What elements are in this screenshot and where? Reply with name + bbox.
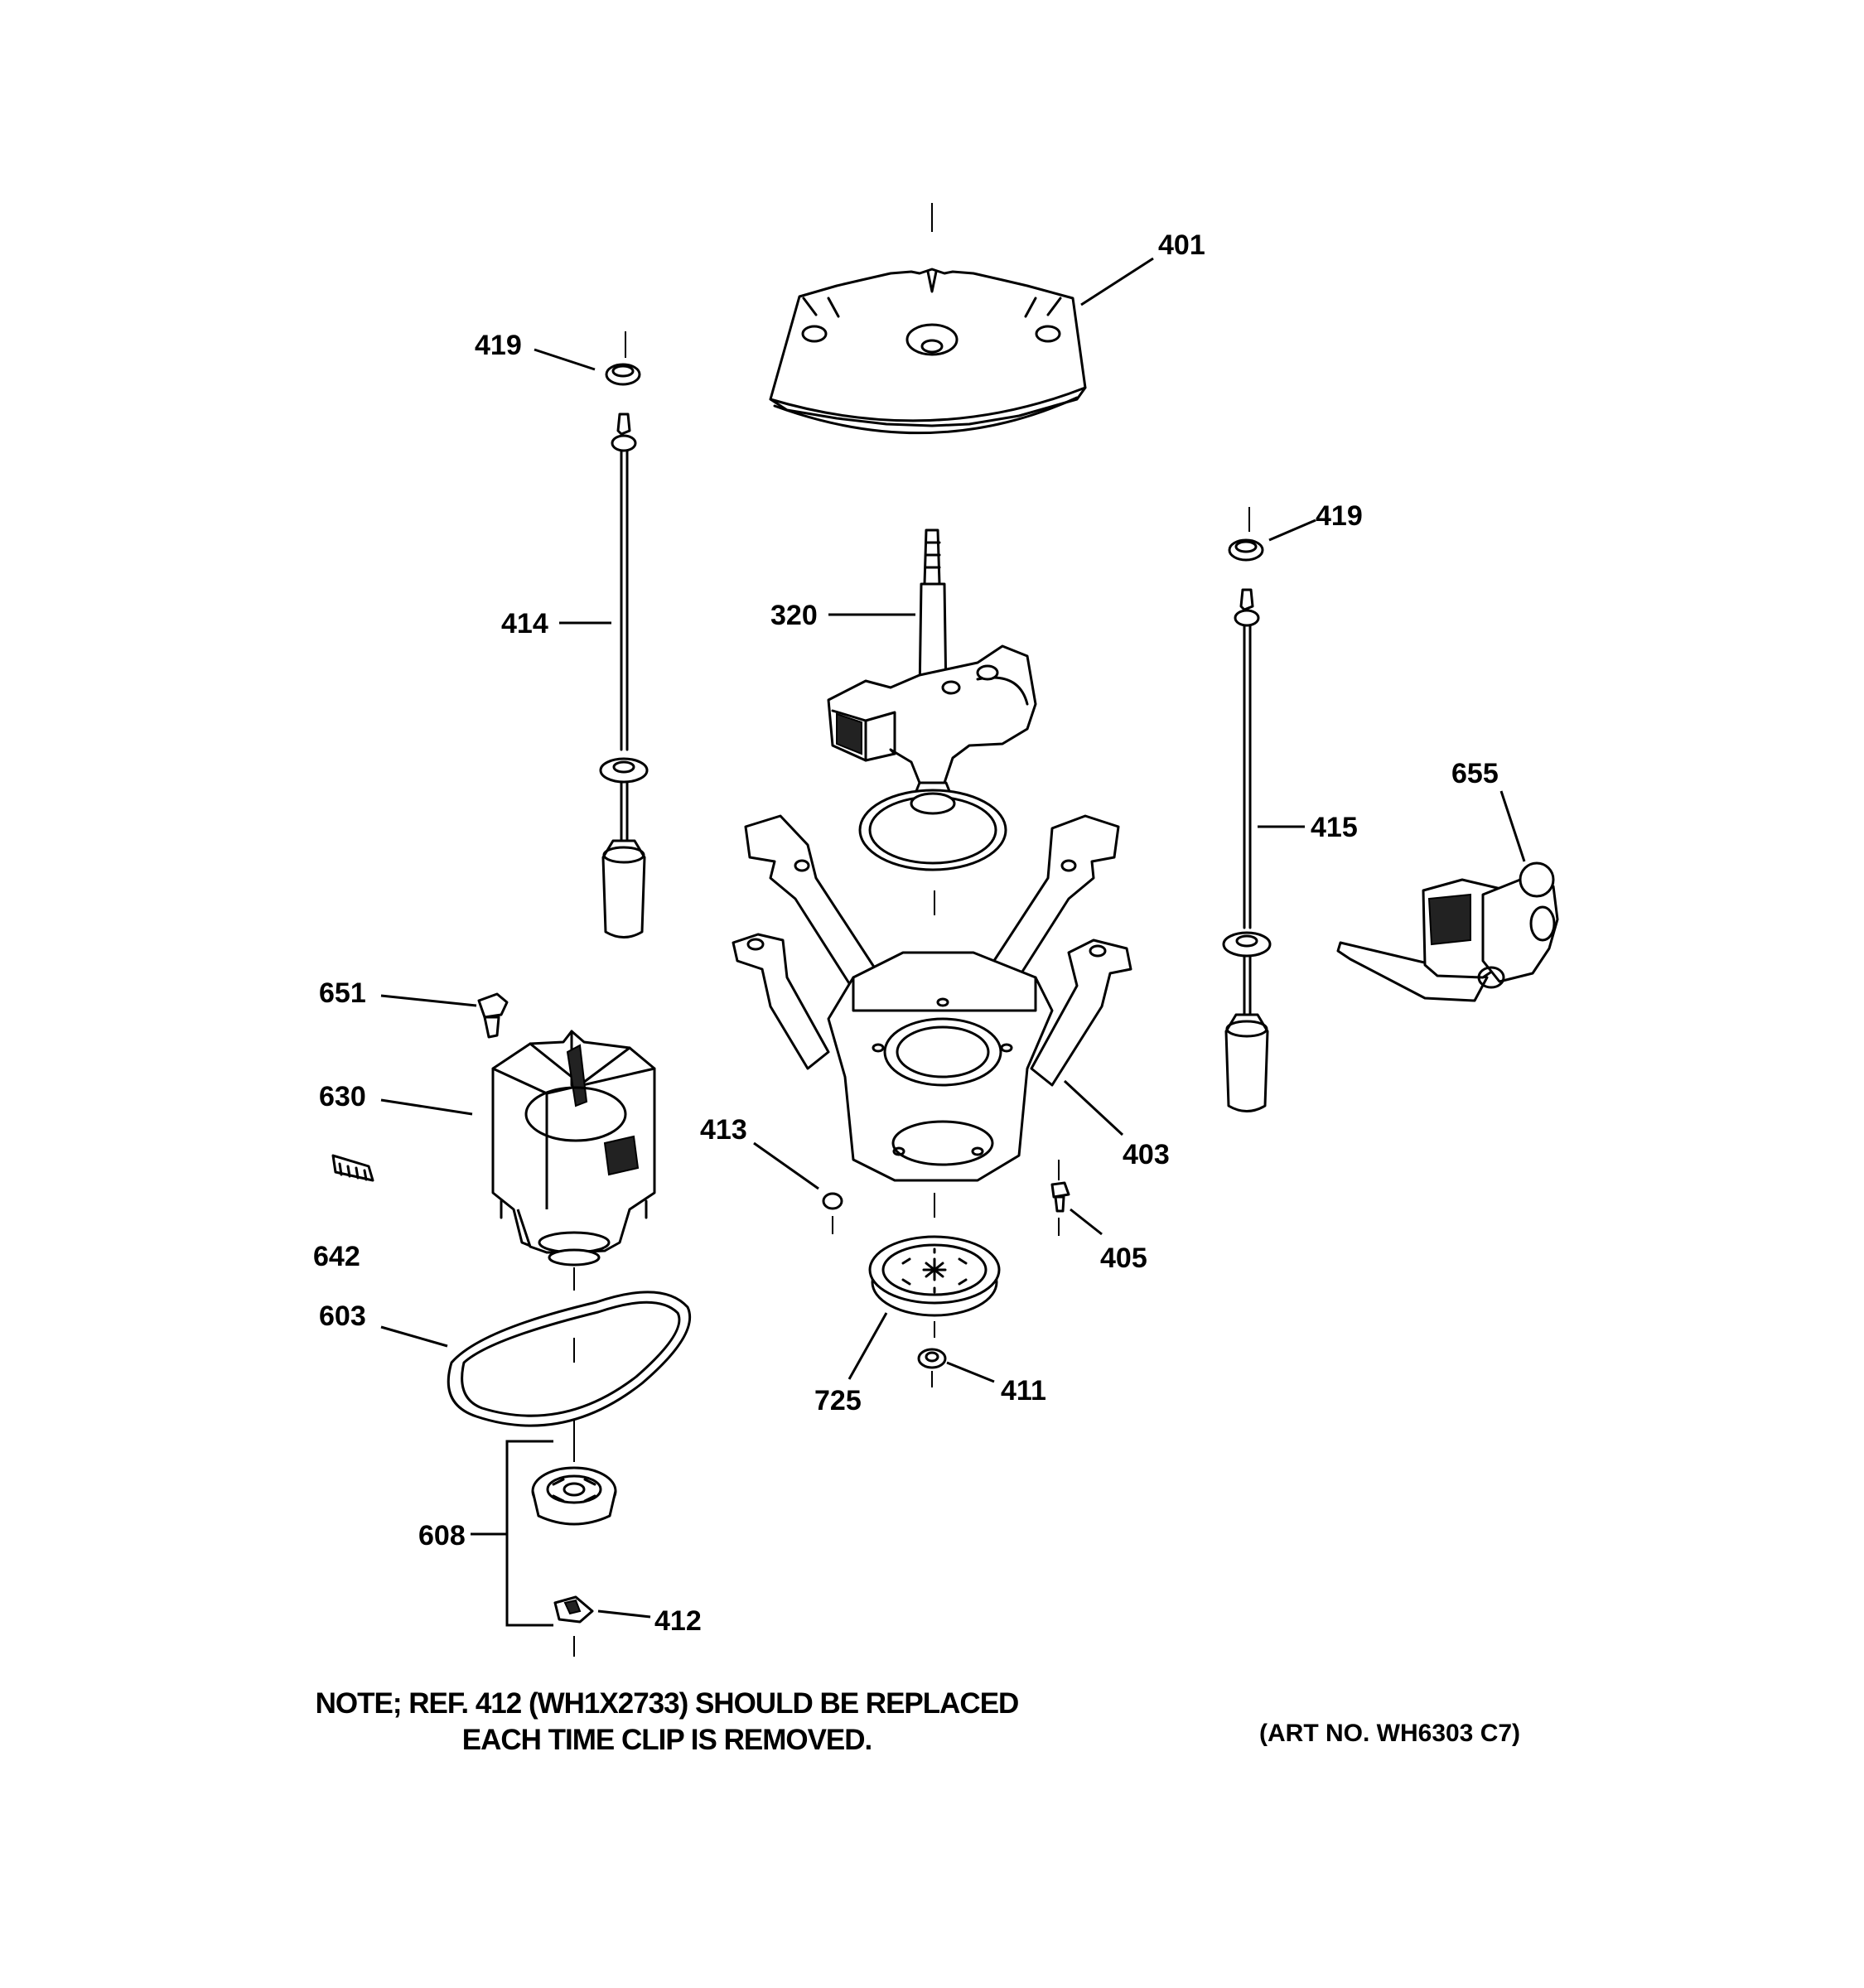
part-413-nut xyxy=(753,1141,843,1234)
part-608-motor-pulley xyxy=(471,1440,617,1627)
callout-725: 725 xyxy=(814,1385,862,1416)
callout-320: 320 xyxy=(770,600,818,631)
note-line-2: EACH TIME CLIP IS REMOVED. xyxy=(461,1724,873,1756)
callout-630: 630 xyxy=(319,1081,366,1112)
callout-414: 414 xyxy=(501,608,548,639)
callout-655: 655 xyxy=(1451,758,1499,789)
callout-419-right: 419 xyxy=(1316,500,1363,532)
part-603-belt xyxy=(380,1291,692,1445)
callout-651: 651 xyxy=(319,977,366,1009)
part-419-cap-right xyxy=(1228,507,1316,562)
callout-642: 642 xyxy=(313,1241,360,1272)
callout-411: 411 xyxy=(1001,1375,1046,1407)
part-655-pump xyxy=(1336,790,1559,1002)
callout-415: 415 xyxy=(1311,812,1358,843)
callout-403: 403 xyxy=(1123,1139,1170,1170)
callout-603: 603 xyxy=(319,1300,366,1332)
part-419-cap-left xyxy=(534,331,641,386)
part-415-suspension-rod xyxy=(1222,588,1305,1112)
part-320-transmission xyxy=(827,528,1037,915)
callout-405: 405 xyxy=(1100,1242,1147,1274)
callout-413: 413 xyxy=(700,1114,747,1146)
part-403-mounting-base xyxy=(732,814,1132,1218)
part-651-screw xyxy=(380,992,509,1039)
callout-412: 412 xyxy=(654,1605,702,1637)
part-411-nut xyxy=(917,1348,995,1387)
part-725-pulley xyxy=(847,1235,1001,1380)
callout-419-left: 419 xyxy=(475,330,522,361)
part-412-clip xyxy=(553,1595,651,1657)
part-630-motor xyxy=(380,1030,656,1291)
part-401-cover xyxy=(769,203,1154,435)
part-414-suspension-rod xyxy=(559,413,649,939)
part-405-bolt xyxy=(1050,1160,1103,1236)
replacement-note: NOTE; REF. 412 (WH1X2733) SHOULD BE REPL… xyxy=(273,1686,1060,1759)
part-642-connector xyxy=(331,1154,374,1182)
callout-labels: 401 419 414 320 419 415 655 651 630 642 … xyxy=(313,229,1499,1637)
callout-608: 608 xyxy=(418,1520,466,1551)
note-line-1: NOTE; REF. 412 (WH1X2733) SHOULD BE REPL… xyxy=(315,1687,1020,1720)
callout-401: 401 xyxy=(1158,229,1205,261)
art-number: (ART NO. WH6303 C7) xyxy=(1259,1720,1521,1747)
